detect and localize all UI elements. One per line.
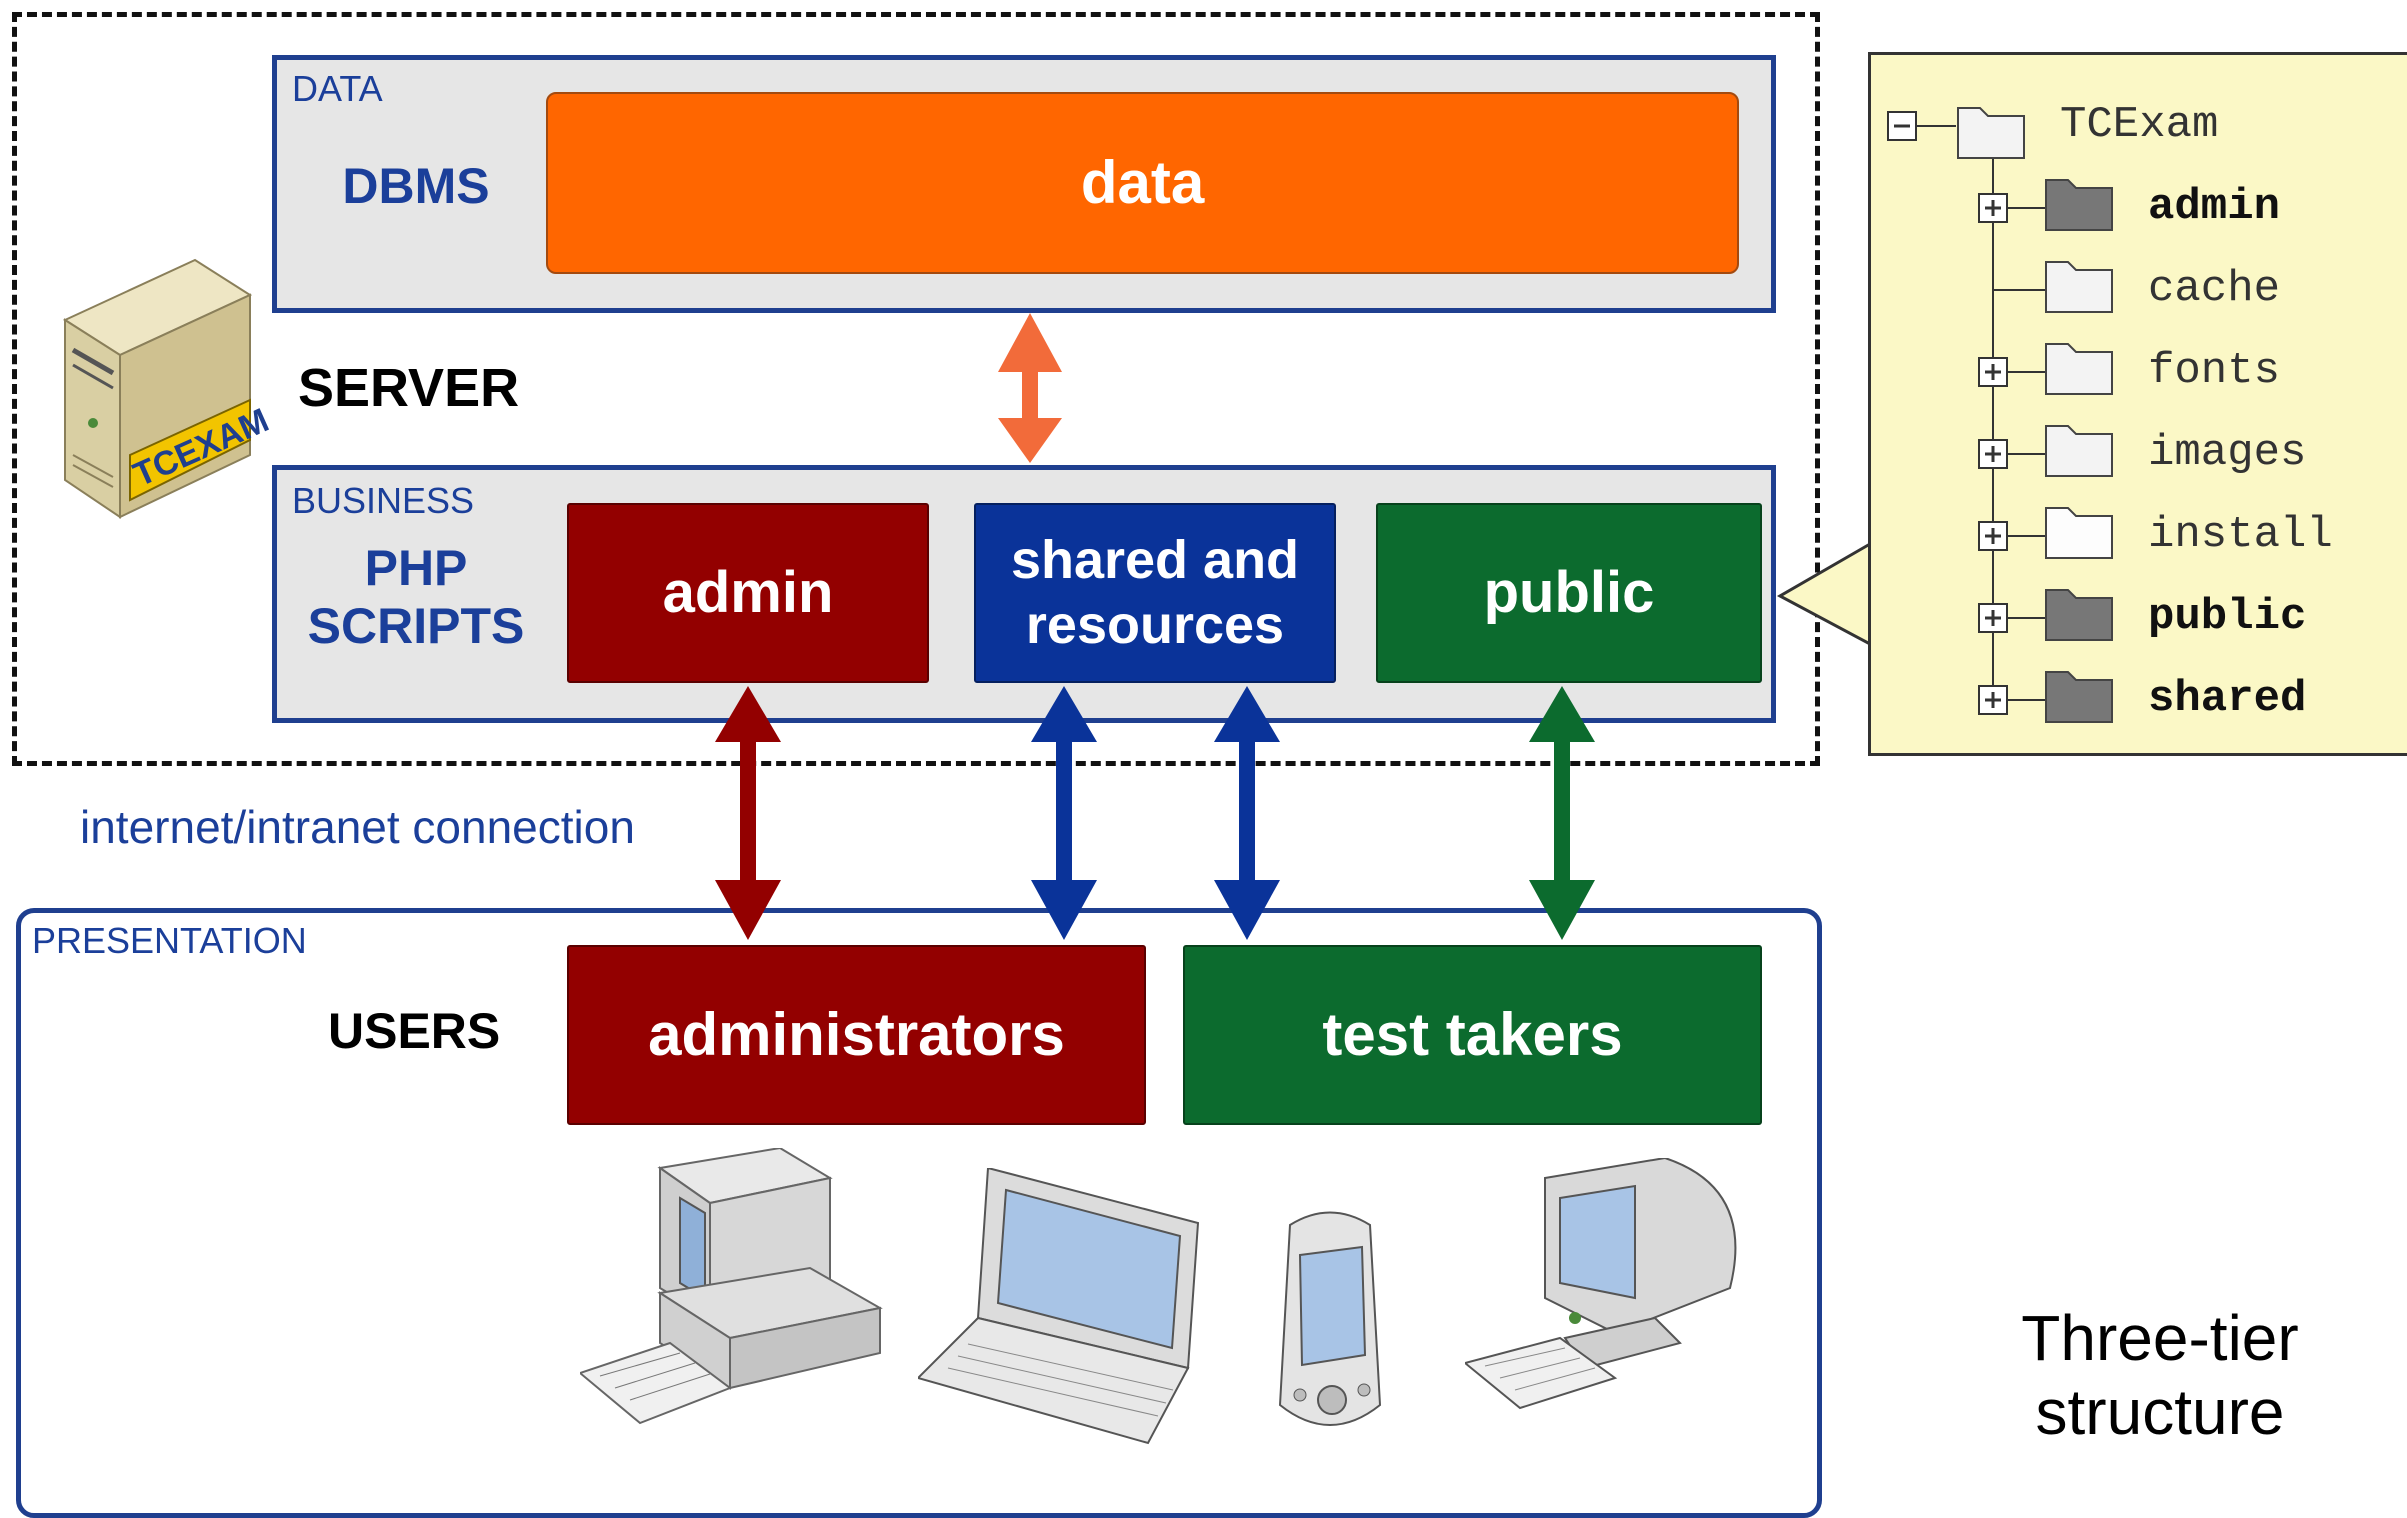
tree-root-tcexam: TCExam bbox=[2060, 100, 2219, 150]
tree-item-images: images bbox=[2148, 428, 2307, 478]
file-tree-callout bbox=[1868, 52, 2407, 756]
admin-arrow bbox=[715, 686, 781, 940]
callout-pointer bbox=[1776, 541, 1874, 647]
dbms-title: DBMS bbox=[342, 158, 490, 214]
laptop-icon bbox=[918, 1168, 1200, 1445]
tree-item-cache: cache bbox=[2148, 264, 2281, 314]
php-scripts-line1: PHP bbox=[364, 540, 468, 596]
server-label: SERVER bbox=[298, 358, 520, 418]
imac-icon bbox=[1465, 1158, 1737, 1410]
admin-block: admin bbox=[567, 503, 929, 683]
server-boundary bbox=[12, 12, 1820, 766]
public-block: public bbox=[1376, 503, 1762, 683]
caption-line1: Three-tier bbox=[2021, 1302, 2299, 1374]
server-computer-icon: TCEXAM bbox=[62, 258, 270, 519]
tree-item-public: public bbox=[2148, 592, 2307, 642]
tree-item-admin: admin bbox=[2148, 182, 2281, 232]
tree-item-fonts: fonts bbox=[2148, 346, 2281, 396]
public-arrow bbox=[1529, 686, 1595, 940]
desktop-pc-icon bbox=[580, 1148, 883, 1425]
data-block: data bbox=[546, 92, 1739, 274]
tree-item-install: install bbox=[2148, 510, 2333, 560]
tree-item-shared: shared bbox=[2148, 674, 2307, 724]
php-scripts-title: PHP SCRIPTS bbox=[292, 540, 540, 655]
data-tier-label: DATA bbox=[292, 68, 383, 109]
file-tree-lines bbox=[1887, 107, 2113, 723]
connection-label: internet/intranet connection bbox=[80, 801, 635, 853]
administrators-block: administrators bbox=[567, 945, 1146, 1125]
php-scripts-line2: SCRIPTS bbox=[307, 597, 525, 654]
shared-resources-block: shared and resources bbox=[974, 503, 1336, 683]
users-label: USERS bbox=[328, 1003, 501, 1059]
shared-arrow-right bbox=[1214, 686, 1280, 940]
pda-icon bbox=[1278, 1211, 1382, 1426]
connection-arrows bbox=[715, 313, 1595, 940]
shared-arrow-left bbox=[1031, 686, 1097, 940]
data-business-arrow bbox=[998, 313, 1062, 463]
business-tier-label: BUSINESS bbox=[292, 480, 475, 521]
test-takers-block: test takers bbox=[1183, 945, 1762, 1125]
presentation-tier-label: PRESENTATION bbox=[32, 920, 307, 961]
diagram-caption: Three-tier structure bbox=[1960, 1302, 2360, 1449]
caption-line2: structure bbox=[2035, 1375, 2285, 1448]
